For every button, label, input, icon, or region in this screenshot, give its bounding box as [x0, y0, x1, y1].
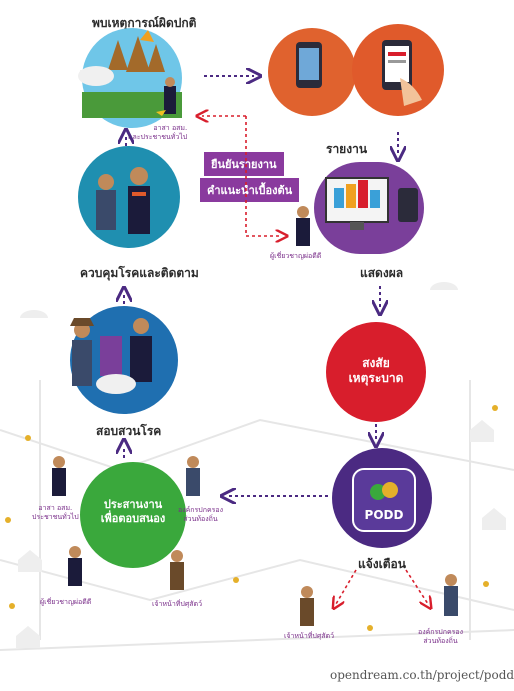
volunteers-left-line1: อาสา อสม. [38, 504, 73, 512]
person-icon [128, 186, 150, 234]
source-url: opendream.co.th/project/podd [330, 668, 514, 682]
confirm-report-button[interactable]: ยืนยันรายงาน [204, 152, 284, 176]
arrow-alert-to-officer [336, 569, 357, 604]
cow-icon [96, 374, 136, 394]
coordinate-text: ประสานงาน เพื่อตอบสนอง [80, 498, 186, 526]
show-result-label: แสดงผล [360, 266, 404, 280]
volunteers-line2: และประชาชนทั่วไป [128, 133, 188, 141]
livestock-officer-2-caption: เจ้าหน้าที่ปศุสัตว์ [284, 632, 335, 640]
volunteers-left-line2: ประชาชนทั่วไป [32, 513, 79, 521]
arrow-alert-to-admin [405, 569, 428, 604]
detect-title: พบเหตุการณ์ผิดปกติ [92, 16, 197, 30]
suspect-circle [326, 322, 426, 422]
person-icon [170, 562, 184, 590]
person-icon [100, 336, 122, 376]
expert-vet-2-caption: ผู้เชี่ยวชาญผ่อดีดี [40, 598, 92, 606]
investigate-label: สอบสวนโรค [96, 424, 162, 438]
volunteers-line1: อาสา อสม. [153, 124, 188, 132]
arrow-red-to-expert [245, 116, 282, 236]
local-admin-b-line1: องค์กรปกครอง [418, 628, 464, 636]
person-icon [296, 218, 310, 246]
suspect-text: สงสัย เหตุระบาด [326, 356, 426, 386]
person-icon [68, 558, 82, 586]
alert-label: แจ้งเตือน [358, 557, 406, 571]
map-pin-icon [5, 405, 498, 631]
local-admin-b-line2: ส่วนท้องถิ่น [423, 637, 458, 645]
initial-advice-button[interactable]: คำแนะนำเบื้องต้น [200, 178, 300, 202]
person-icon [130, 336, 152, 382]
person-icon [186, 468, 200, 496]
local-admin-b-caption: องค์กรปกครอง ส่วนท้องถิ่น [418, 628, 463, 646]
suspect-line1: สงสัย [362, 356, 390, 370]
podd-logo-text: PODD [364, 508, 404, 522]
person-icon [52, 468, 66, 496]
volunteers-caption: อาสา อสม. และประชาชนทั่วไป [128, 124, 187, 142]
local-admin-line2: ส่วนท้องถิ่น [183, 515, 218, 523]
volunteers-left-caption: อาสา อสม. ประชาชนทั่วไป [32, 504, 79, 522]
local-admin-line1: องค์กรปกครอง [178, 506, 224, 514]
coordinate-circle [80, 462, 186, 568]
coordinate-line1: ประสานงาน [103, 498, 163, 511]
livestock-officer-caption: เจ้าหน้าที่ปศุสัตว์ [152, 600, 203, 608]
coordinate-line2: เพื่อตอบสนอง [100, 512, 166, 525]
person-icon [72, 340, 92, 386]
control-label: ควบคุมโรคและติดตาม [80, 266, 199, 280]
suspect-line2: เหตุระบาด [348, 371, 404, 385]
report-label: รายงาน [326, 142, 368, 156]
expert-vet-caption: ผู้เชี่ยวชาญผ่อดีดี [270, 252, 322, 260]
person-icon [444, 586, 458, 616]
person-icon [300, 598, 314, 626]
person-icon [96, 190, 116, 230]
local-admin-caption: องค์กรปกครอง ส่วนท้องถิ่น [178, 506, 223, 524]
podd-app-icon: PODD [352, 468, 416, 532]
